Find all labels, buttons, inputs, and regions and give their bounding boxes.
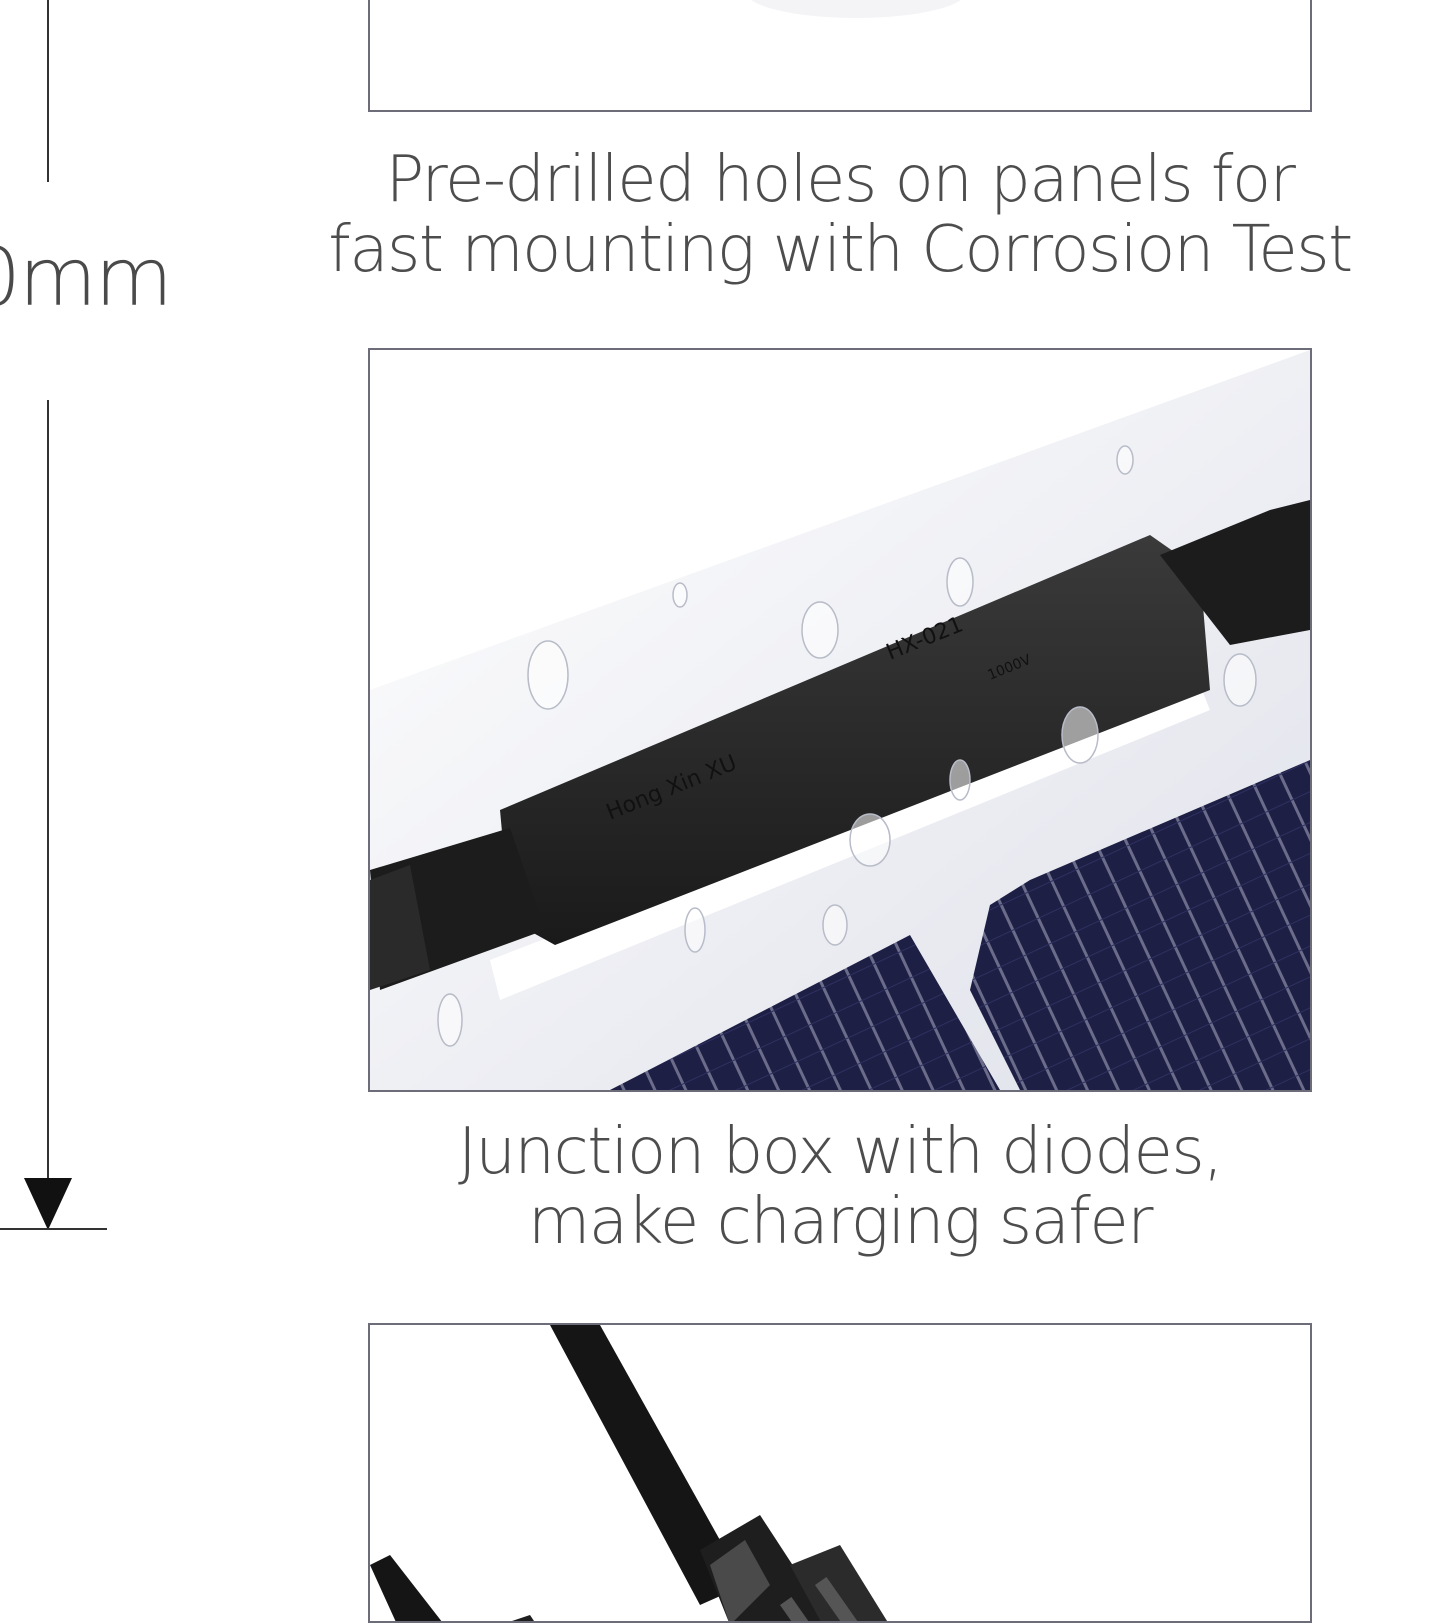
caption-pre-drilled-holes: Pre-drilled holes on panels for fast mou… bbox=[320, 145, 1360, 285]
arrow-down-icon bbox=[24, 1178, 72, 1230]
right-connector bbox=[1160, 500, 1310, 645]
caption-junction-box: Junction box with diodes, make charging … bbox=[320, 1117, 1360, 1257]
mc4-connector-photo bbox=[370, 1325, 1310, 1621]
dimension-end-tick bbox=[0, 1228, 107, 1230]
dimension-label: 0mm bbox=[0, 231, 173, 324]
feature-image-pre-drilled-holes bbox=[368, 0, 1312, 112]
junction-box-photo: Hong Xin XU HX-021 1000V bbox=[370, 350, 1310, 1090]
caption-line: fast mounting with Corrosion Test bbox=[328, 213, 1353, 287]
dimension-line-top bbox=[47, 0, 49, 182]
caption-line: Pre-drilled holes on panels for bbox=[385, 143, 1296, 217]
feature-image-mc4-connectors bbox=[368, 1323, 1312, 1623]
dimension-line-bottom bbox=[47, 400, 49, 1190]
feature-image-junction-box: Hong Xin XU HX-021 1000V bbox=[368, 348, 1312, 1092]
left-connector bbox=[370, 828, 545, 990]
caption-line: Junction box with diodes, bbox=[457, 1115, 1224, 1189]
junction-box-body: Hong Xin XU HX-021 1000V bbox=[500, 535, 1210, 945]
caption-line: make charging safer bbox=[528, 1185, 1154, 1259]
mounting-hole-icon bbox=[751, 0, 961, 18]
